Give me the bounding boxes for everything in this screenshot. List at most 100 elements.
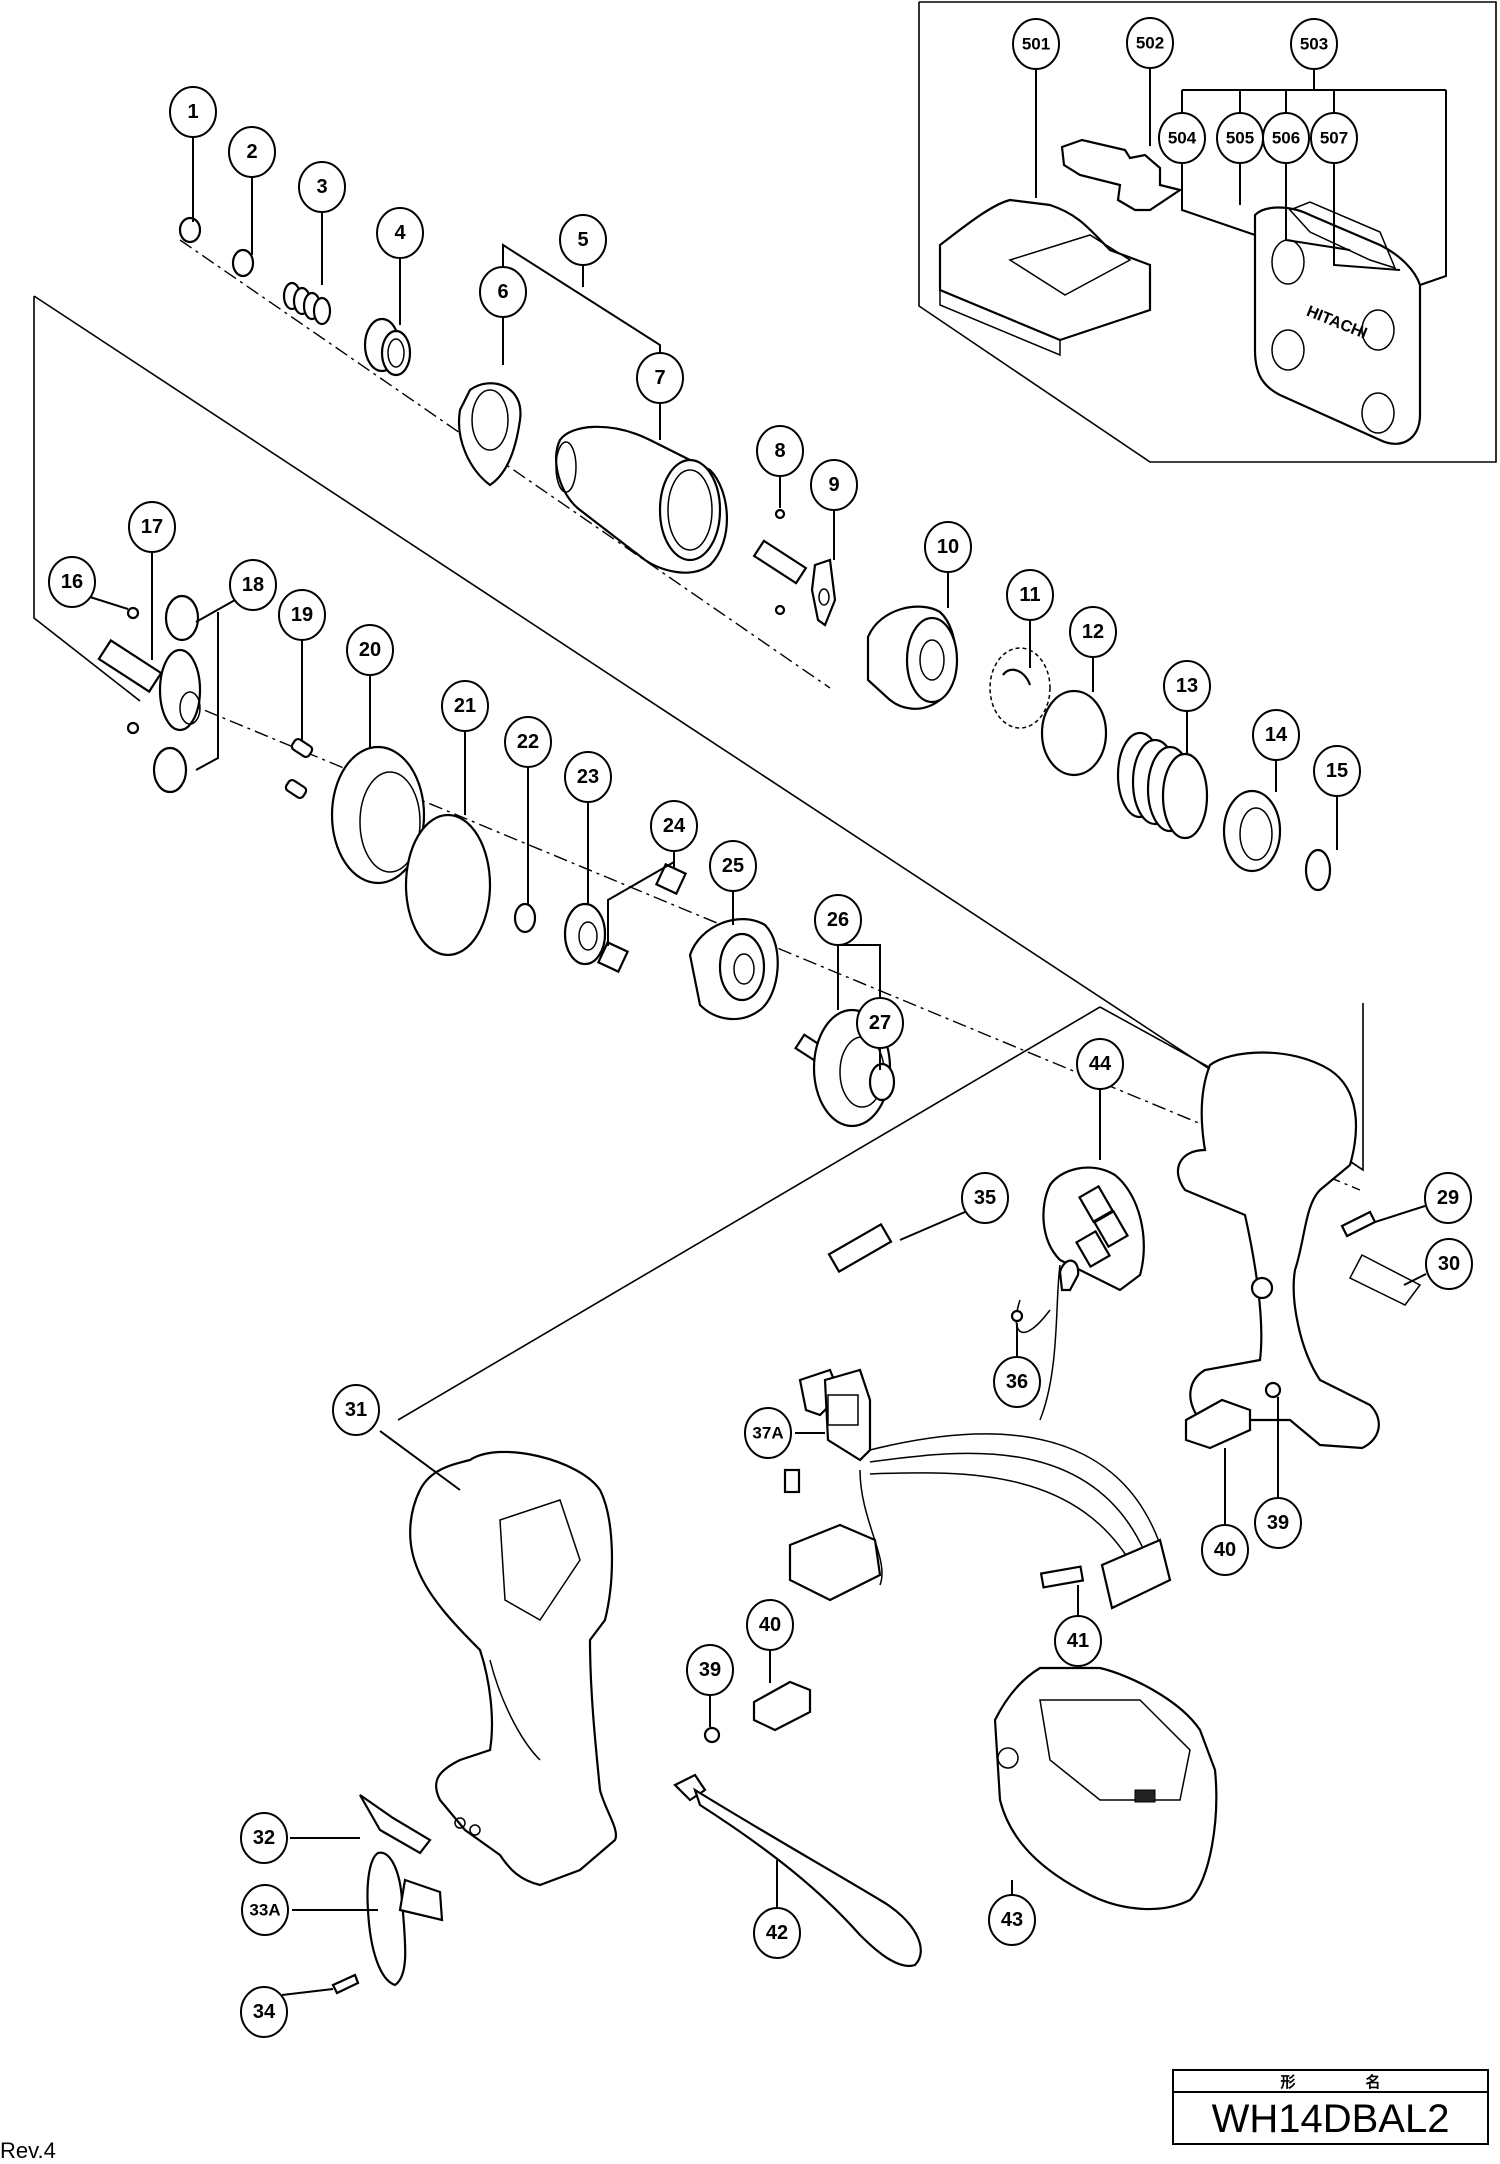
callout-label: 506 — [1272, 129, 1300, 148]
part-10-hammer — [866, 605, 959, 710]
callout-505: 505 — [1216, 112, 1264, 164]
part-25-inner-cover — [688, 918, 779, 1021]
part-12-washer — [1040, 689, 1108, 777]
part-39-nut-left — [703, 1726, 721, 1744]
part-35-forward-reverse-lever — [827, 1222, 893, 1274]
callout-label: 14 — [1265, 724, 1288, 746]
callout-503: 503 — [1290, 18, 1338, 70]
callout-circle — [753, 1907, 801, 1959]
callout-circle — [504, 716, 552, 768]
callout-label: 21 — [454, 695, 476, 717]
callout-circle — [1425, 1238, 1473, 1290]
callout-label: 39 — [1267, 1512, 1289, 1534]
callout-label: 13 — [1176, 675, 1198, 697]
callout-6: 6 — [479, 266, 527, 318]
callout-18: 18 — [229, 559, 277, 611]
leader-line-31 — [379, 1430, 461, 1491]
callout-label: 36 — [1006, 1371, 1028, 1393]
callout-circle — [1313, 745, 1361, 797]
front-assembly-bracket-diagonal — [33, 295, 1364, 1171]
callout-label: 4 — [394, 222, 406, 244]
callout-34: 34 — [240, 1986, 288, 2038]
callout-circle — [856, 997, 904, 1049]
callout-label: 501 — [1022, 35, 1050, 54]
title-block-header: 形 名 — [1174, 2071, 1487, 2093]
part-8-steel-balls — [774, 508, 786, 616]
callout-9: 9 — [810, 459, 858, 511]
callout-circle — [1201, 1524, 1249, 1576]
callout-label: 23 — [577, 766, 599, 788]
part-22-washer — [513, 902, 537, 934]
part-501-charger — [938, 198, 1152, 357]
part-30-name-plate — [1348, 1253, 1422, 1306]
callout-circle — [229, 559, 277, 611]
leader-line-24 — [607, 861, 675, 946]
part-1-ring — [178, 216, 202, 244]
callout-circle — [241, 1884, 289, 1936]
callout-504: 504 — [1158, 112, 1206, 164]
callout-33A: 33A — [241, 1884, 289, 1936]
callout-label: 3 — [316, 176, 327, 198]
callout-circle — [128, 501, 176, 553]
callout-circle — [814, 894, 862, 946]
leader-line-29 — [1374, 1205, 1426, 1223]
callout-circle — [228, 126, 276, 178]
leader-line-506 — [1285, 163, 1351, 251]
callout-label: 9 — [828, 474, 839, 496]
callout-506: 506 — [1262, 112, 1310, 164]
callout-circle — [1012, 18, 1060, 70]
part-29-tapping-screw — [1340, 1210, 1377, 1238]
callout-7: 7 — [636, 352, 684, 404]
callout-label: 10 — [937, 536, 959, 558]
callout-circle — [1310, 112, 1358, 164]
callout-4: 4 — [376, 207, 424, 259]
part-33A-hook — [366, 1851, 444, 1987]
callout-circle — [240, 1812, 288, 1864]
callout-label: 42 — [766, 1922, 788, 1944]
part-32-label — [359, 1794, 432, 1855]
callout-43: 43 — [988, 1894, 1036, 1946]
callout-label: 15 — [1326, 760, 1348, 782]
callout-circle — [1126, 17, 1174, 69]
callout-circle — [298, 161, 346, 213]
callout-circle — [746, 1599, 794, 1651]
leader-line-16 — [89, 596, 129, 610]
part-17-spindle — [97, 638, 202, 732]
callout-circle — [686, 1644, 734, 1696]
part-3-spring — [282, 281, 332, 326]
callout-10: 10 — [924, 521, 972, 573]
part-42-strap — [673, 1773, 922, 1968]
callout-circle — [924, 521, 972, 573]
callout-circle — [1158, 112, 1206, 164]
part-19-needles — [284, 737, 314, 800]
part-24-dampers — [596, 862, 688, 974]
callout-label: 8 — [774, 440, 785, 462]
callout-circle — [1069, 606, 1117, 658]
callout-circle — [559, 214, 607, 266]
callout-label: 11 — [1019, 584, 1040, 606]
callout-label: 32 — [253, 1827, 275, 1849]
callout-12: 12 — [1069, 606, 1117, 658]
callout-507: 507 — [1310, 112, 1358, 164]
callout-label: 502 — [1136, 34, 1164, 53]
part-502-adapter — [1060, 138, 1183, 212]
part-9-anvil — [752, 539, 837, 627]
callout-23: 23 — [564, 751, 612, 803]
callout-circle — [441, 680, 489, 732]
part-2-ring — [231, 248, 255, 278]
part-27-fan — [868, 1062, 896, 1102]
part-18-idler-gears — [152, 594, 200, 794]
leader-line-35 — [899, 1211, 966, 1241]
callout-31: 31 — [332, 1384, 380, 1436]
callout-label: 29 — [1437, 1187, 1459, 1209]
callout-label: 30 — [1438, 1253, 1460, 1275]
callout-39b: 39 — [1254, 1497, 1302, 1549]
housing-bracket-31 — [397, 1006, 1101, 1421]
callout-label: 33A — [249, 1901, 280, 1920]
part-29-housing-right — [1176, 1051, 1380, 1450]
leader-line-18 — [195, 599, 236, 623]
leader-line-26 — [838, 944, 881, 998]
callout-35: 35 — [961, 1172, 1009, 1224]
